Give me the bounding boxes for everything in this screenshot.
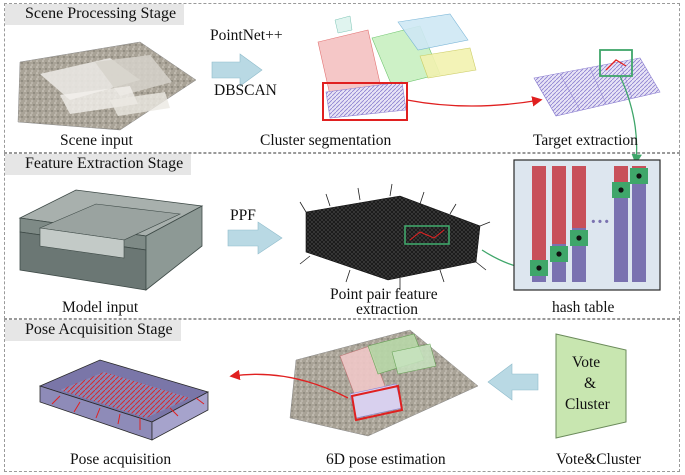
stage-title: Feature Extraction Stage bbox=[5, 154, 192, 175]
model-input-label: Model input bbox=[62, 299, 139, 316]
vote-cluster-box bbox=[555, 333, 627, 439]
model-input-image bbox=[18, 189, 204, 291]
red-feature-mark bbox=[605, 59, 627, 71]
feature-extraction-stage: Feature Extraction Stage bbox=[4, 153, 680, 319]
hash-table bbox=[513, 159, 661, 291]
process-arrow bbox=[487, 363, 539, 401]
method-label-pointnet: PointNet++ bbox=[210, 27, 283, 44]
pose-acquisition-stage: Pose Acquisition Stage bbox=[4, 319, 680, 472]
process-arrow bbox=[211, 53, 263, 87]
target-extraction-image bbox=[533, 57, 661, 117]
pose-estimation-image bbox=[289, 329, 479, 437]
cluster-segmentation-image bbox=[317, 13, 477, 119]
method-label-ppf: PPF bbox=[230, 207, 256, 224]
selection-box bbox=[322, 82, 408, 121]
pose-acquisition-label: Pose acquisition bbox=[70, 451, 172, 468]
method-label-dbscan: DBSCAN bbox=[214, 82, 277, 99]
point-pair-label-line2: extraction bbox=[356, 301, 418, 318]
vote-cluster-label: Vote&Cluster bbox=[556, 451, 641, 468]
green-connector bbox=[619, 75, 642, 165]
local-feature-box bbox=[599, 49, 633, 77]
target-extraction-label: Target extraction bbox=[533, 132, 638, 149]
red-connector bbox=[406, 96, 543, 107]
red-connector bbox=[229, 369, 349, 399]
scene-input-image bbox=[17, 41, 197, 131]
stage-title: Pose Acquisition Stage bbox=[5, 320, 181, 341]
pose-acquisition-image bbox=[38, 359, 210, 441]
pose-box bbox=[350, 384, 404, 422]
scene-input-label: Scene input bbox=[60, 132, 133, 149]
scene-processing-stage: Scene Processing Stage bbox=[4, 3, 680, 153]
pose-estimation-label: 6D pose estimation bbox=[326, 451, 446, 468]
vote-text-1: Vote bbox=[572, 354, 601, 371]
point-pair-label-line1: Point pair feature bbox=[330, 286, 438, 303]
stage-title: Scene Processing Stage bbox=[5, 4, 185, 25]
point-pair-feature-image bbox=[299, 183, 491, 290]
hash-table-label: hash table bbox=[552, 299, 615, 316]
cluster-segmentation-label: Cluster segmentation bbox=[260, 132, 392, 149]
hash-dots: ··· bbox=[590, 211, 611, 233]
vote-text-3: Cluster bbox=[565, 396, 610, 413]
vote-text-2: & bbox=[584, 375, 597, 392]
process-arrow bbox=[227, 221, 283, 255]
